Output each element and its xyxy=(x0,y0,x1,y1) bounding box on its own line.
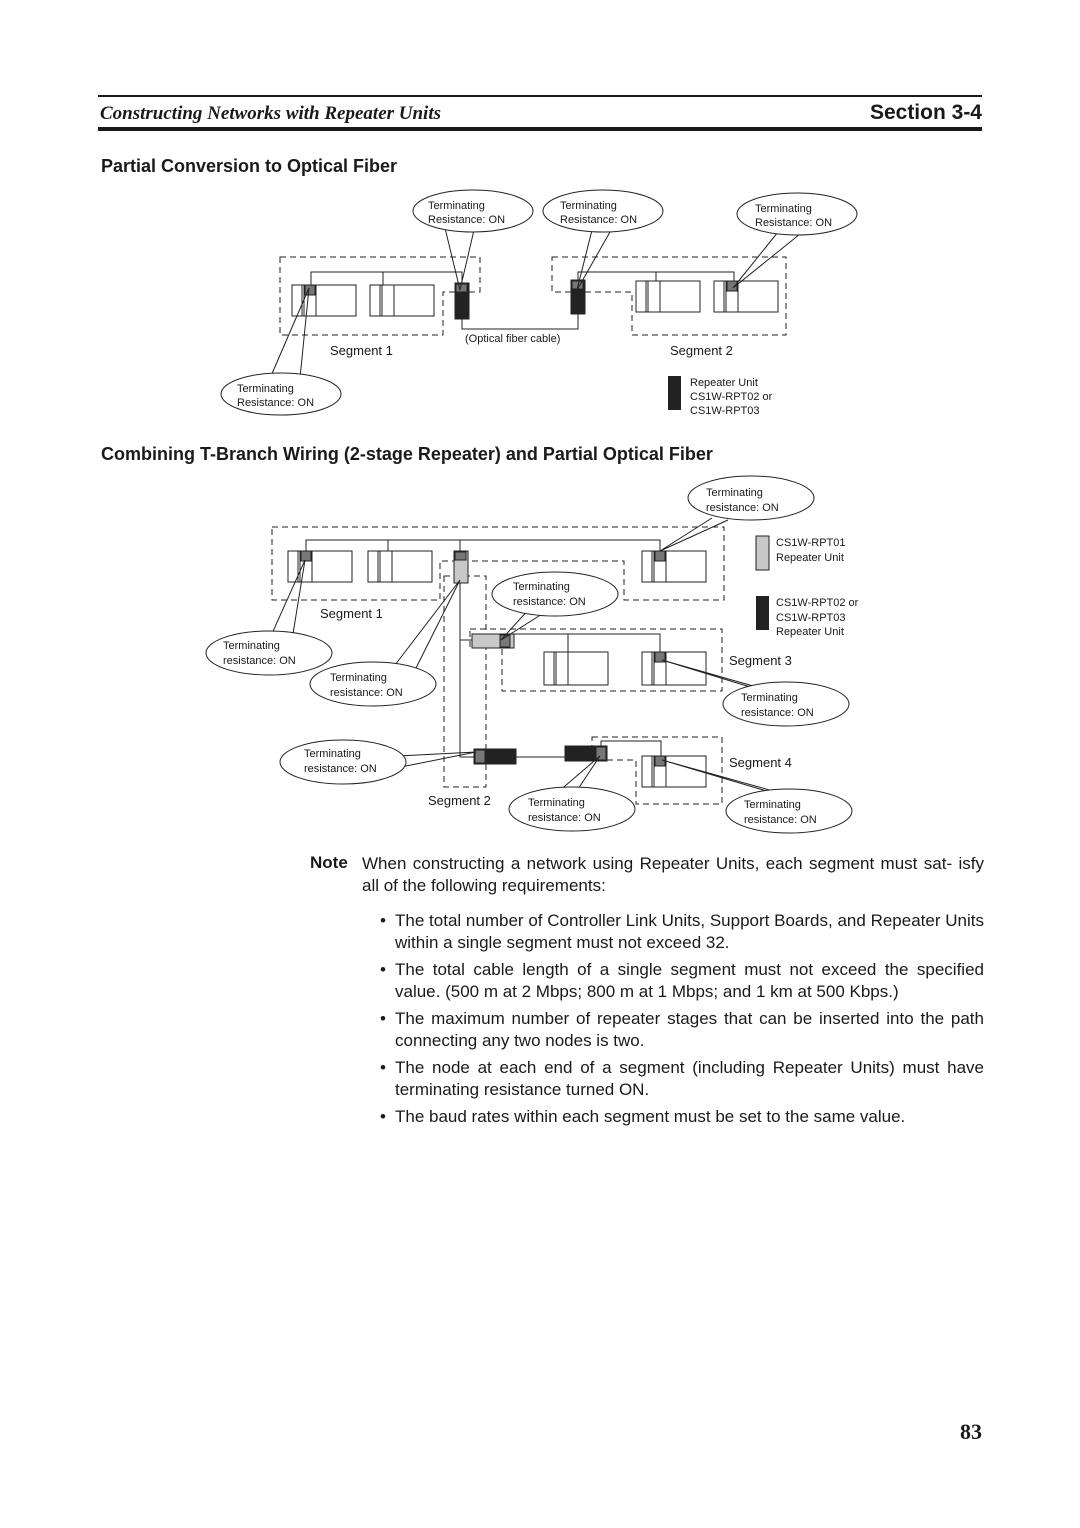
callout-bubble xyxy=(687,475,815,521)
callout-text: resistance: ON xyxy=(223,655,296,667)
callout-text: Terminating xyxy=(528,797,585,809)
node-unit xyxy=(641,550,707,583)
segment3-boundary xyxy=(469,628,723,692)
callout-text: Terminating xyxy=(304,748,361,760)
callout-bubble xyxy=(736,192,858,236)
callout-bubble xyxy=(542,189,664,233)
repeater-unit-rpt02 xyxy=(564,745,608,762)
callout-bubble xyxy=(220,372,342,416)
optical-conversion-diagram: Terminating Resistance: ON Terminating R… xyxy=(220,189,858,417)
segment1-label: Segment 1 xyxy=(320,606,383,621)
callout-text: Resistance: ON xyxy=(428,214,505,226)
repeater-unit-rpt02 xyxy=(454,282,470,320)
legend-text: CS1W-RPT01 xyxy=(776,537,845,549)
node-unit xyxy=(369,284,435,317)
optical-fiber-label: (Optical fiber cable) xyxy=(465,333,560,345)
repeater-unit-rpt02 xyxy=(473,748,517,765)
legend-rpt02-swatch xyxy=(756,596,769,630)
segment2-label: Segment 2 xyxy=(670,343,733,358)
segment2-label: Segment 2 xyxy=(428,793,491,808)
header-title: Constructing Networks with Repeater Unit… xyxy=(100,103,442,124)
callout-text: Terminating xyxy=(706,487,763,499)
callout-bubble xyxy=(725,788,853,834)
callout-bubble xyxy=(508,786,636,832)
callout-text: resistance: ON xyxy=(528,812,601,824)
callout-bubble xyxy=(491,571,619,617)
header-rule-bottom xyxy=(98,127,982,131)
segment3-label: Segment 3 xyxy=(729,653,792,668)
callout-text: Terminating xyxy=(513,581,570,593)
callout-bubble xyxy=(279,739,407,785)
segment1-boundary xyxy=(271,526,725,601)
list-item: •The total number of Controller Link Uni… xyxy=(380,911,984,952)
callout-text: Resistance: ON xyxy=(755,217,832,229)
node-unit xyxy=(543,651,609,686)
legend-text: CS1W-RPT02 or xyxy=(776,597,859,609)
callout-bubble xyxy=(412,189,534,233)
node-unit xyxy=(641,651,707,686)
callout-bubble xyxy=(722,681,850,727)
node-unit xyxy=(367,550,433,583)
list-item-text: The total number of Controller Link Unit… xyxy=(395,911,984,952)
callout-bubble xyxy=(205,630,333,676)
callout-text: resistance: ON xyxy=(513,596,586,608)
figure1-heading: Partial Conversion to Optical Fiber xyxy=(101,156,398,176)
list-item: •The total cable length of a single segm… xyxy=(380,960,984,1001)
callout-bubble xyxy=(309,661,437,707)
segment2-boundary xyxy=(443,575,487,788)
callout-text: resistance: ON xyxy=(706,502,779,514)
node-unit xyxy=(713,280,779,313)
header-section: Section 3-4 xyxy=(869,101,982,124)
callout-text: resistance: ON xyxy=(741,707,814,719)
callout-text: Resistance: ON xyxy=(237,397,314,409)
legend-text: CS1W-RPT03 xyxy=(690,405,759,417)
callout-text: Terminating xyxy=(744,799,801,811)
note-intro: When constructing a network using Repeat… xyxy=(362,854,984,895)
list-item: •The baud rates within each segment must… xyxy=(380,1107,906,1126)
note-label: Note xyxy=(310,853,348,872)
repeater-unit-rpt02 xyxy=(570,279,586,315)
legend-text: CS1W-RPT03 xyxy=(776,612,845,624)
callout-text: Terminating xyxy=(741,692,798,704)
callout-text: resistance: ON xyxy=(744,814,817,826)
callout-text: Terminating xyxy=(330,672,387,684)
node-unit xyxy=(291,284,357,317)
list-item: •The maximum number of repeater stages t… xyxy=(380,1009,984,1050)
list-item: •The node at each end of a segment (incl… xyxy=(380,1058,984,1099)
callout-text: resistance: ON xyxy=(330,687,403,699)
node-unit xyxy=(635,280,701,313)
legend-rpt02-swatch xyxy=(668,376,681,410)
segment4-label: Segment 4 xyxy=(729,755,792,770)
callout-text: Resistance: ON xyxy=(560,214,637,226)
callout-text: Terminating xyxy=(560,200,617,212)
page-number: 83 xyxy=(960,1419,982,1444)
list-item-text: The maximum number of repeater stages th… xyxy=(395,1009,984,1050)
callout-text: Terminating xyxy=(755,203,812,215)
list-item-text: The total cable length of a single segme… xyxy=(395,960,984,1001)
callout-text: resistance: ON xyxy=(304,763,377,775)
requirements-list: •The total number of Controller Link Uni… xyxy=(380,910,984,1133)
segment1-boundary xyxy=(279,256,481,336)
figure2-heading: Combining T-Branch Wiring (2-stage Repea… xyxy=(101,444,713,464)
callout-text: Terminating xyxy=(237,383,294,395)
callout-text: Terminating xyxy=(428,200,485,212)
segment2-boundary xyxy=(551,256,787,336)
legend-text: Repeater Unit xyxy=(690,377,758,389)
legend-text: Repeater Unit xyxy=(776,626,844,638)
tbranch-optical-diagram: Terminating resistance: ON Terminating r… xyxy=(205,475,859,834)
node-unit xyxy=(641,755,707,788)
list-item-text: The baud rates within each segment must … xyxy=(395,1107,906,1126)
segment1-label: Segment 1 xyxy=(330,343,393,358)
list-item-text: The node at each end of a segment (inclu… xyxy=(395,1058,984,1099)
legend-text: CS1W-RPT02 or xyxy=(690,391,773,403)
repeater-unit-rpt01 xyxy=(453,550,469,584)
callout-text: Terminating xyxy=(223,640,280,652)
legend-text: Repeater Unit xyxy=(776,552,844,564)
legend-rpt01-swatch xyxy=(755,535,770,571)
header-rule-top xyxy=(98,95,982,97)
